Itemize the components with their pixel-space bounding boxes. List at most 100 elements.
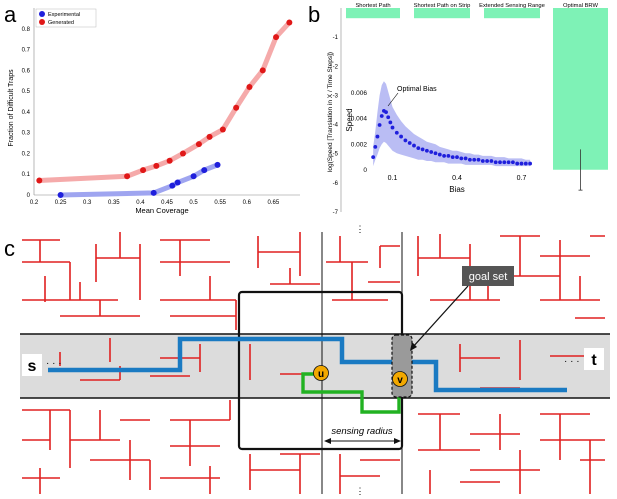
legend-generated-label: Generated (48, 20, 74, 26)
inset-point (480, 159, 485, 163)
panel-a-x-tick-label: 0.55 (214, 200, 226, 206)
inset-y-tick-label: 0.004 (351, 116, 368, 123)
inset-point (429, 150, 434, 154)
panel-b-bar (553, 8, 608, 170)
panel-b-bar (346, 8, 400, 19)
inset-point (373, 144, 378, 149)
panel-b-category-label: Optimal BRW (563, 3, 599, 9)
inset-point (375, 134, 380, 139)
inset-x-tick-label: 0.7 (517, 175, 527, 182)
node-u (313, 365, 329, 381)
inset-y-tick-label: 0 (363, 167, 367, 174)
node-u-label: u (318, 369, 324, 380)
goal-set-pointer-arrowhead (410, 342, 417, 351)
panel-label-c: c (4, 236, 15, 261)
panel-a-y-tick-label: 0.3 (22, 131, 31, 137)
panel-a-y-tick-label: 0.1 (22, 172, 31, 178)
inset-point (420, 147, 425, 152)
inset-point (489, 159, 494, 163)
panel-b-category-label: Shortest Path on Strip (414, 3, 471, 9)
inset-y-tick-label: 0.006 (351, 90, 368, 97)
panel-a-series-line (39, 22, 290, 182)
panel-a-x-tick-label: 0.35 (108, 200, 120, 206)
inset-point (511, 160, 515, 165)
legend-box (35, 8, 97, 28)
panel-c-diagram: goal set u v s · · · · · · t ⋮ ⋮ sensing… (20, 224, 610, 496)
panel-b-category-label: Extended Sensing Range (479, 3, 545, 9)
inset-point (519, 161, 524, 166)
legend-generated-marker (39, 19, 45, 25)
inset-point (377, 123, 382, 127)
inset-confidence-band (373, 81, 531, 167)
inset-point (515, 161, 520, 166)
inset-point (442, 153, 446, 158)
optimal-bias-annotation: Optimal Bias (397, 86, 437, 93)
panel-a-x-tick-label: 0.6 (243, 200, 252, 206)
experimental-point (201, 167, 208, 174)
generated-point (259, 67, 266, 74)
inset-x-tick-label: 0.1 (388, 175, 398, 182)
inset-point (476, 157, 481, 162)
bottom-vertical-ellipsis: ⋮ (356, 486, 365, 496)
legend-experimental-marker (39, 11, 45, 17)
panel-b-y-tick-label: -1 (333, 35, 339, 41)
panel-a-y-tick-label: 0.4 (22, 110, 31, 116)
panel-a-x-tick-label: 0.25 (55, 200, 67, 206)
inset-point (485, 159, 489, 163)
inset-point (379, 114, 384, 118)
panel-a-x-tick-label: 0.4 (136, 200, 145, 206)
panel-b-chart: -1-2-3-4-5-6-7 log(Speed [Translation in… (327, 3, 608, 216)
generated-point (195, 141, 202, 148)
inset-point (371, 155, 376, 160)
inset-point (498, 160, 502, 165)
inset-point (416, 146, 421, 151)
goal-set (391, 334, 413, 398)
experimental-point (169, 182, 176, 189)
panel-a-y-tick-label: 0.7 (22, 48, 31, 54)
panel-b-category-label: Shortest Path (355, 3, 390, 9)
generated-point (36, 177, 43, 184)
panel-b-y-tick-label: -2 (333, 64, 339, 70)
inset-point (459, 156, 464, 161)
inset-x-axis-label: Bias (449, 185, 465, 194)
panel-b-y-axis-label: log(Speed [Translation in X / Time Steps… (327, 52, 334, 172)
optimal-bias-pointer (387, 92, 399, 107)
goal-set-label-box (462, 266, 514, 286)
inset-point (437, 152, 442, 157)
panel-b-bar (414, 8, 470, 19)
inset-x-tick-label: 0.4 (452, 175, 462, 182)
panel-a-legend: Experimental Generated (35, 8, 97, 28)
top-vertical-ellipsis: ⋮ (356, 224, 365, 234)
generated-point (179, 150, 186, 157)
panel-a-y-axis-label: Fraction of Difficult Traps (8, 69, 15, 147)
generated-point (286, 19, 293, 26)
legend-experimental-label: Experimental (48, 12, 80, 18)
goal-set-pointer (411, 285, 469, 349)
inset-point (493, 160, 498, 165)
panel-label-b: b (308, 2, 320, 27)
inset-point (388, 120, 393, 125)
sensing-radius-arrowhead-right (394, 438, 401, 444)
inset-point (528, 161, 532, 166)
goal-set-label: goal set (469, 271, 508, 283)
inset-point (425, 148, 429, 153)
generated-point (153, 162, 160, 169)
inset-point (506, 160, 511, 165)
panel-b-y-tick-label: -5 (333, 152, 339, 158)
inset-point (446, 153, 451, 158)
generated-point (273, 34, 280, 41)
target-label-box (584, 348, 604, 370)
inset-point (433, 151, 438, 156)
inset-y-tick-label: 0.002 (351, 141, 368, 148)
panel-a-y-tick-label: 0 (27, 193, 31, 199)
experimental-point (150, 189, 157, 196)
shortest-path (48, 336, 567, 393)
panel-a-x-tick-label: 0.5 (189, 200, 198, 206)
target-label: t (591, 352, 597, 369)
panel-a-y-tick-label: 0.6 (22, 68, 31, 74)
panel-label-a: a (4, 2, 17, 27)
generated-point (140, 167, 147, 174)
